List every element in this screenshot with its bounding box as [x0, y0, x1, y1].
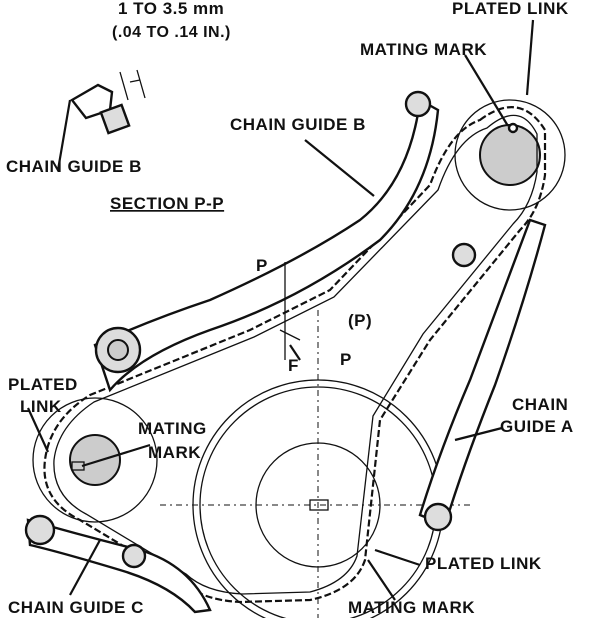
p-marker: P	[256, 256, 268, 275]
chain-guide-b-small-label: CHAIN GUIDE B	[6, 157, 142, 176]
left-sprocket	[32, 397, 158, 523]
mating-mark-left-label-2: MARK	[148, 443, 201, 462]
f-marker: F	[288, 356, 299, 375]
plated-link-left-label-2: LINK	[20, 397, 62, 416]
section-detail	[70, 69, 146, 135]
chain-guide-b	[93, 90, 440, 393]
chain-guide-c-label: CHAIN GUIDE C	[8, 598, 144, 617]
chain-guide-a-label-1: CHAIN	[512, 395, 568, 414]
section-title: SECTION P-P	[110, 194, 224, 213]
plated-link-left-label-1: PLATED	[8, 375, 78, 394]
leader-lines	[26, 19, 535, 601]
p-arrow-marker: P	[340, 350, 352, 369]
clearance-label-line2: (.04 TO .14 IN.)	[112, 24, 231, 41]
section-marker	[279, 262, 301, 361]
mating-mark-left-label-1: MATING	[138, 419, 207, 438]
clearance-label-line1: 1 TO 3.5 mm	[118, 0, 224, 18]
p-paren-marker: (P)	[348, 311, 372, 330]
chain-guide-b-label: CHAIN GUIDE B	[230, 115, 366, 134]
chain-guide-a	[418, 218, 547, 532]
right-sprocket	[454, 99, 566, 211]
chain-guide-a-label-2: GUIDE A	[500, 417, 574, 436]
plated-link-top-label: PLATED LINK	[452, 0, 569, 18]
chain-guide-c	[24, 514, 212, 614]
mating-mark-top-label: MATING MARK	[360, 40, 487, 59]
plated-link-bottom-label: PLATED LINK	[425, 554, 542, 573]
mating-mark-bottom-label: MATING MARK	[348, 598, 475, 617]
